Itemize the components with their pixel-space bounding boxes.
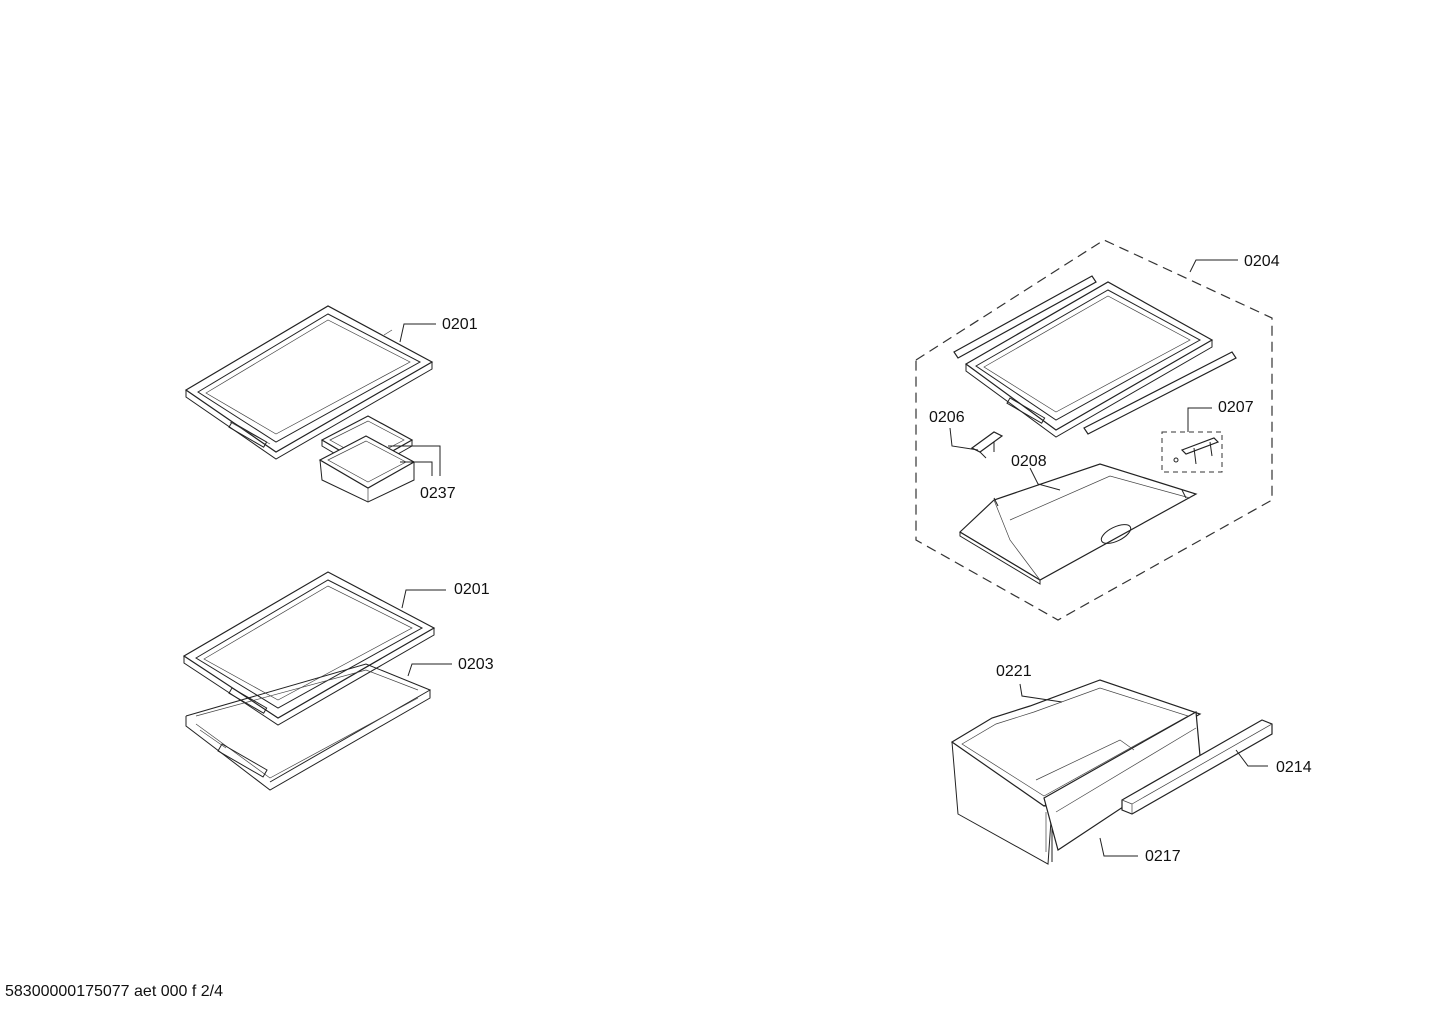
part-label-0206: 0206 <box>929 409 965 426</box>
detail-box-0207 <box>1161 431 1223 473</box>
leader-0208 <box>1029 467 1061 491</box>
glass-shelf-middle <box>182 571 436 726</box>
document-reference: 58300000175077 aet 000 f 2/4 <box>5 983 223 1000</box>
shelf-frame <box>185 663 432 791</box>
assembly-boundary-0204 <box>915 239 1273 621</box>
part-label-0221: 0221 <box>996 663 1032 680</box>
leader-0237-b <box>400 461 433 476</box>
leader-0204 <box>1189 259 1238 273</box>
part-label-0217: 0217 <box>1145 848 1181 865</box>
part-label-0203: 0203 <box>458 656 494 673</box>
part-label-0204: 0204 <box>1244 253 1280 270</box>
leader-0201-top <box>399 323 436 343</box>
bracket-0206 <box>970 431 1004 459</box>
part-label-0208: 0208 <box>1011 453 1047 470</box>
leader-0207 <box>1187 407 1212 432</box>
part-label-0201-top: 0201 <box>442 316 478 333</box>
leader-0206 <box>949 427 979 451</box>
part-label-0207: 0207 <box>1218 399 1254 416</box>
leader-0237 <box>388 445 441 476</box>
cover-0208 <box>959 463 1198 585</box>
leader-0214 <box>1235 749 1268 767</box>
clip-0207 <box>1173 437 1220 465</box>
glass-shelf-top <box>184 305 434 460</box>
leader-0217 <box>1099 837 1138 857</box>
part-label-0214: 0214 <box>1276 759 1312 776</box>
leader-0201-middle <box>401 589 446 609</box>
part-label-0201-middle: 0201 <box>454 581 490 598</box>
drawer-0221 <box>950 679 1202 865</box>
small-container <box>318 415 416 503</box>
assembly-shelf <box>953 275 1237 438</box>
part-label-0237: 0237 <box>420 485 456 502</box>
leader-0203 <box>407 663 452 677</box>
leader-0221 <box>1019 683 1063 703</box>
rail-0214 <box>1121 719 1273 815</box>
